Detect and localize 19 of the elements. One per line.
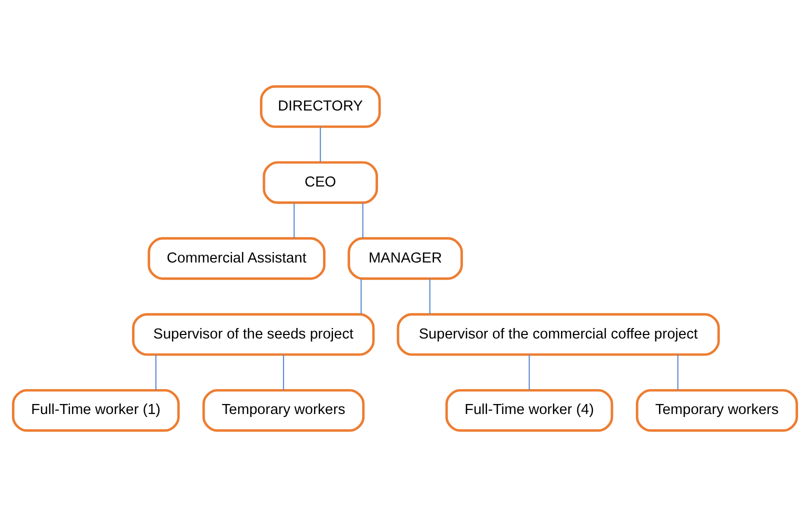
- node-box: Supervisor of the seeds project: [132, 313, 375, 356]
- connector: [282, 354, 284, 390]
- node-box: Supervisor of the commercial coffee project: [396, 313, 720, 356]
- connector: [320, 126, 321, 162]
- connector: [528, 354, 530, 390]
- node-box: DIRECTORY: [260, 85, 381, 128]
- connector: [677, 354, 678, 390]
- connector: [155, 354, 156, 390]
- connector: [294, 202, 295, 238]
- node-box: Full-Time worker (4): [445, 389, 614, 432]
- connector: [362, 202, 364, 238]
- connector: [360, 278, 362, 314]
- node-box: MANAGER: [348, 237, 463, 280]
- node-box: Temporary workers: [636, 389, 798, 432]
- node-box: Full-Time worker (1): [12, 389, 180, 432]
- node-box: CEO: [262, 161, 378, 204]
- connector: [429, 278, 430, 314]
- node-box: Commercial Assistant: [148, 237, 326, 280]
- node-box: Temporary workers: [202, 389, 365, 432]
